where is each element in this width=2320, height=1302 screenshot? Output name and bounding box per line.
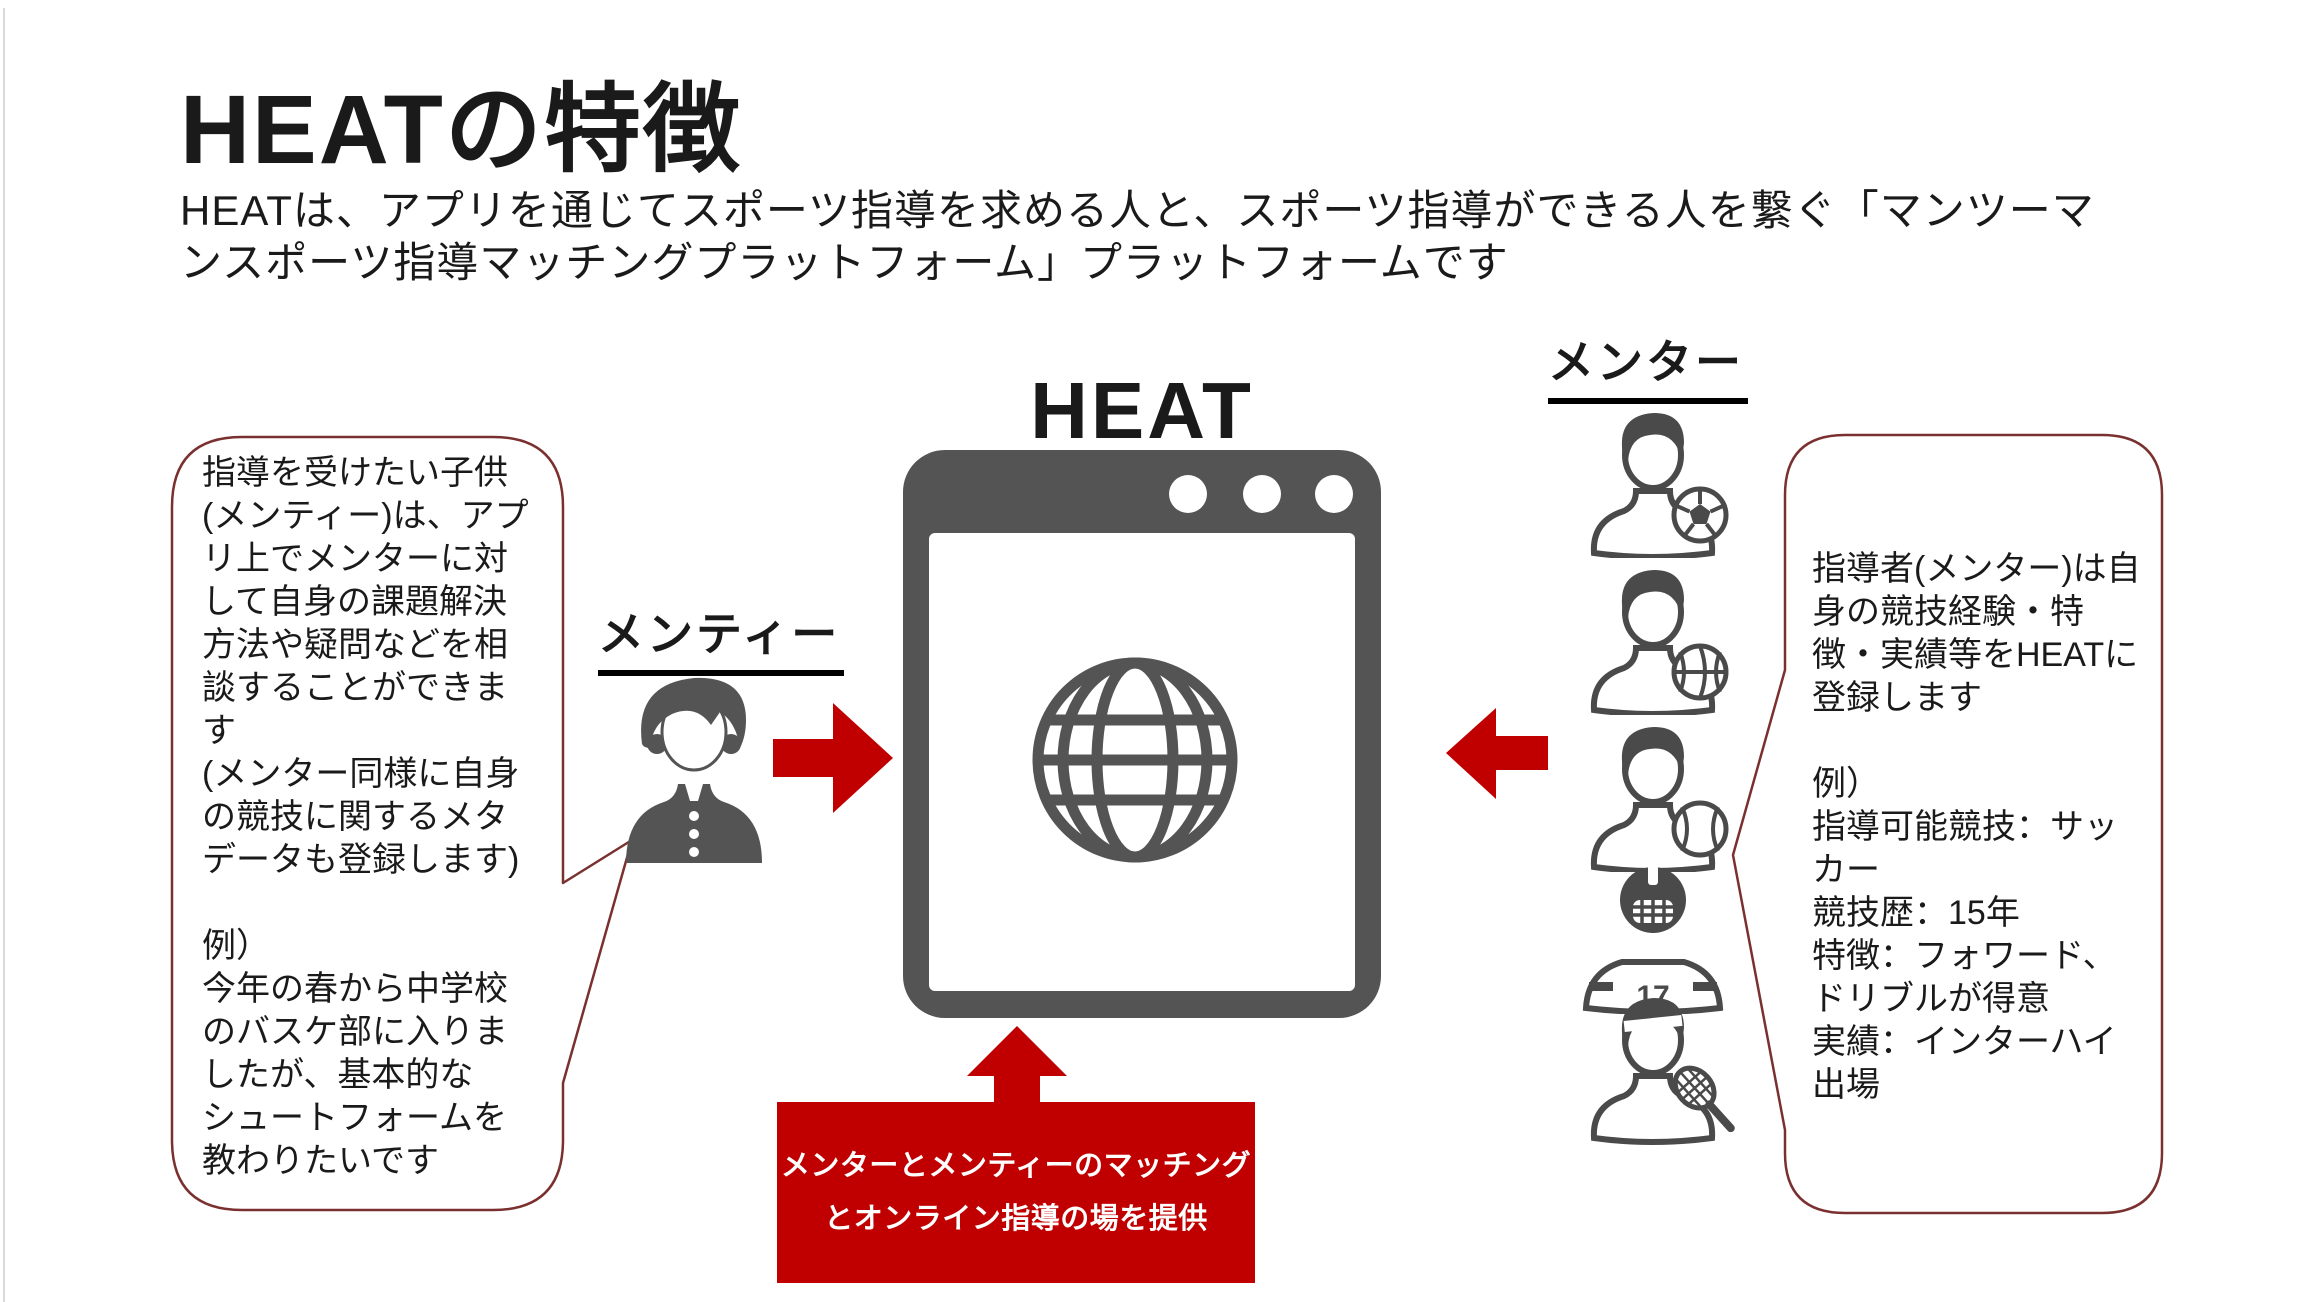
slide-left-edge	[3, 8, 5, 1302]
soccer-player-avatar-icon	[1590, 413, 1729, 558]
student-avatar-icon	[626, 677, 762, 863]
globe-icon	[1032, 657, 1238, 863]
mentor-to-heat-arrow-icon	[1446, 708, 1548, 799]
mentor-bubble-text: 指導者(メンター)は自 身の競技経験・特 徴・実績等をHEATに 登録します 例…	[1812, 550, 2141, 1104]
mentee-bubble-text: 指導を受けたい子供 (メンティー)は、アプ リ上でメンターに対 して自身の課題解…	[202, 454, 529, 1180]
browser-window-icon	[903, 450, 1381, 1018]
matching-banner-line1: メンターとメンティーのマッチング	[780, 1149, 1252, 1182]
mentee-label: メンティー	[598, 598, 845, 676]
american-football-player-avatar-icon: 17	[1582, 865, 1724, 1014]
tennis-player-avatar-icon	[1590, 998, 1735, 1145]
matching-banner: メンターとメンティーのマッチング とオンライン指導の場を提供	[777, 1102, 1255, 1283]
mentor-speech-bubble	[1731, 433, 2164, 1215]
baseball-player-avatar-icon	[1590, 727, 1729, 872]
basketball-player-avatar-icon	[1590, 570, 1729, 715]
matching-banner-line2: とオンライン指導の場を提供	[824, 1202, 1208, 1235]
matching-to-heat-arrow-icon	[967, 1026, 1067, 1106]
mentee-to-heat-arrow-icon	[773, 703, 893, 813]
mentor-label: メンター	[1548, 326, 1748, 404]
slide-subtitle: HEATは、アプリを通じてスポーツ指導を求める人と、スポーツ指導ができる人を繋ぐ…	[180, 187, 2095, 286]
slide-title: HEATの特徴	[180, 75, 742, 184]
heat-heading: HEAT	[1030, 366, 1254, 455]
mentee-speech-bubble	[170, 435, 634, 1212]
